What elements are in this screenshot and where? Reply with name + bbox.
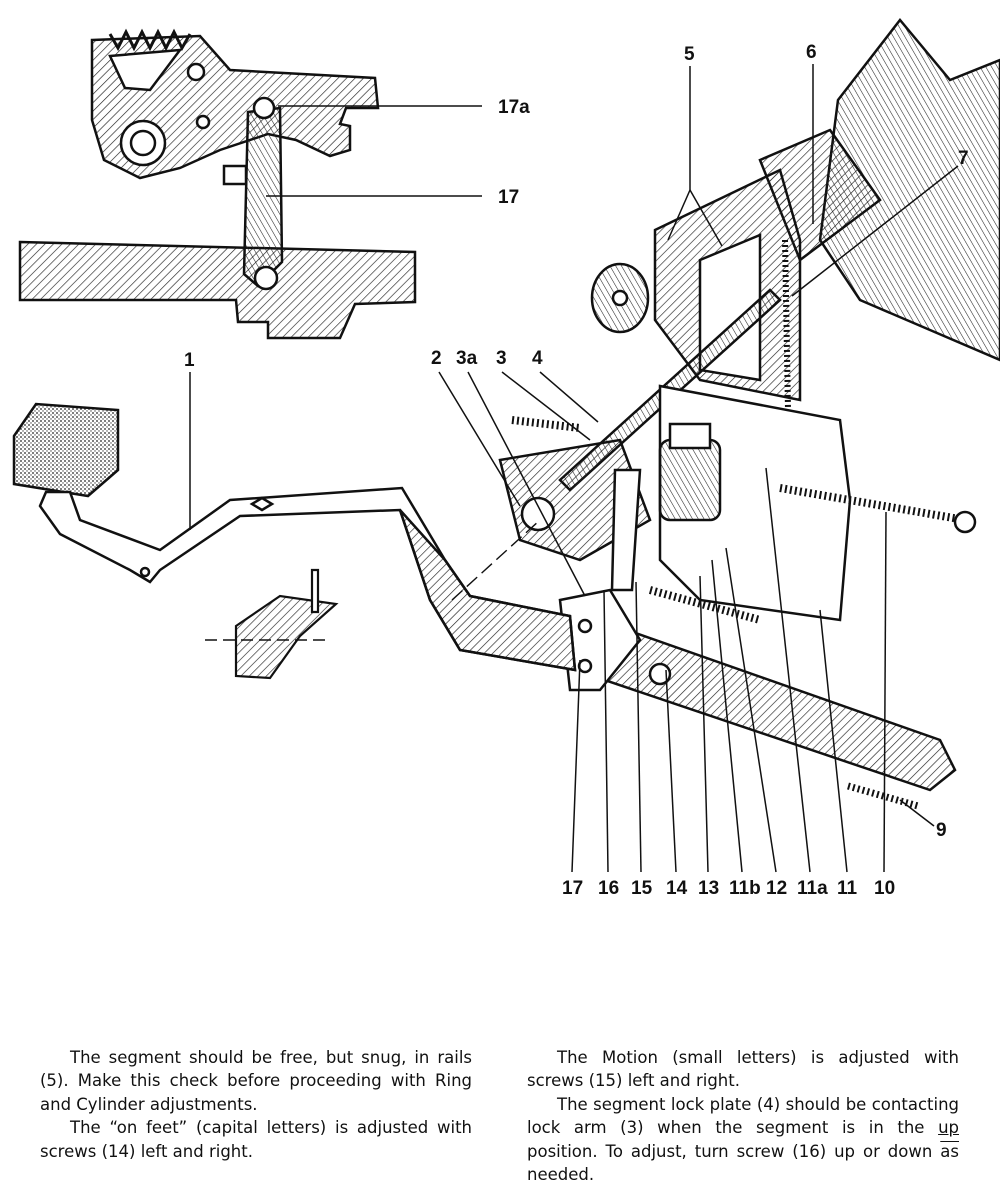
callout-4: 4 [532,348,543,369]
callout-15: 15 [631,878,653,899]
leader-lines-inset [266,105,482,197]
emphasis-up: up [938,1118,959,1138]
paragraph-lock-plate: The segment lock plate (4) should be con… [527,1093,959,1187]
callout-16: 16 [598,878,619,899]
callout-10: 10 [874,878,895,899]
emphasis-as: as [940,1141,959,1161]
callout-12: 12 [766,878,787,899]
callout-14: 14 [666,878,688,899]
small-bracket [205,519,541,680]
pedal-lever [12,402,577,672]
callout-13: 13 [698,878,719,899]
callout-labels: 17a 17 1 2 3a 3 4 5 6 7 9 17 16 15 14 13… [184,42,969,899]
text-column-right: The Motion (small letters) is adjusted w… [527,1046,959,1186]
callout-1: 1 [184,350,195,371]
lock-plate-text-a: The segment lock plate (4) should be con… [527,1094,959,1138]
callout-11: 11 [837,878,858,899]
paragraph-motion: The Motion (small letters) is adjusted w… [527,1048,959,1091]
leader-lines-main [189,64,959,873]
callout-17-bottom: 17 [562,878,583,899]
main-assembly [498,18,1000,810]
callout-7: 7 [958,148,969,169]
callout-2: 2 [431,348,442,369]
callout-17a: 17a [498,97,530,118]
paragraph-rails-check: The segment should be free, but snug, in… [40,1048,472,1114]
text-column-left: The segment should be free, but snug, in… [40,1046,472,1163]
mechanism-illustration: 17a 17 1 2 3a 3 4 5 6 7 9 17 16 15 14 13… [12,18,1000,899]
callout-6: 6 [806,42,817,63]
callout-17-inset: 17 [498,187,519,208]
lock-plate-text-c: needed. [527,1165,595,1185]
lock-plate-text-b: position. To adjust, turn screw (16) up … [527,1141,941,1161]
callout-5: 5 [684,44,695,65]
callout-11a: 11a [797,878,828,899]
callout-3a: 3a [456,348,478,369]
callout-9: 9 [936,820,947,841]
callout-11b: 11b [729,878,761,899]
detail-inset [18,28,417,340]
paragraph-on-feet: The “on feet” (capital letters) is adjus… [40,1118,472,1161]
callout-3: 3 [496,348,507,369]
